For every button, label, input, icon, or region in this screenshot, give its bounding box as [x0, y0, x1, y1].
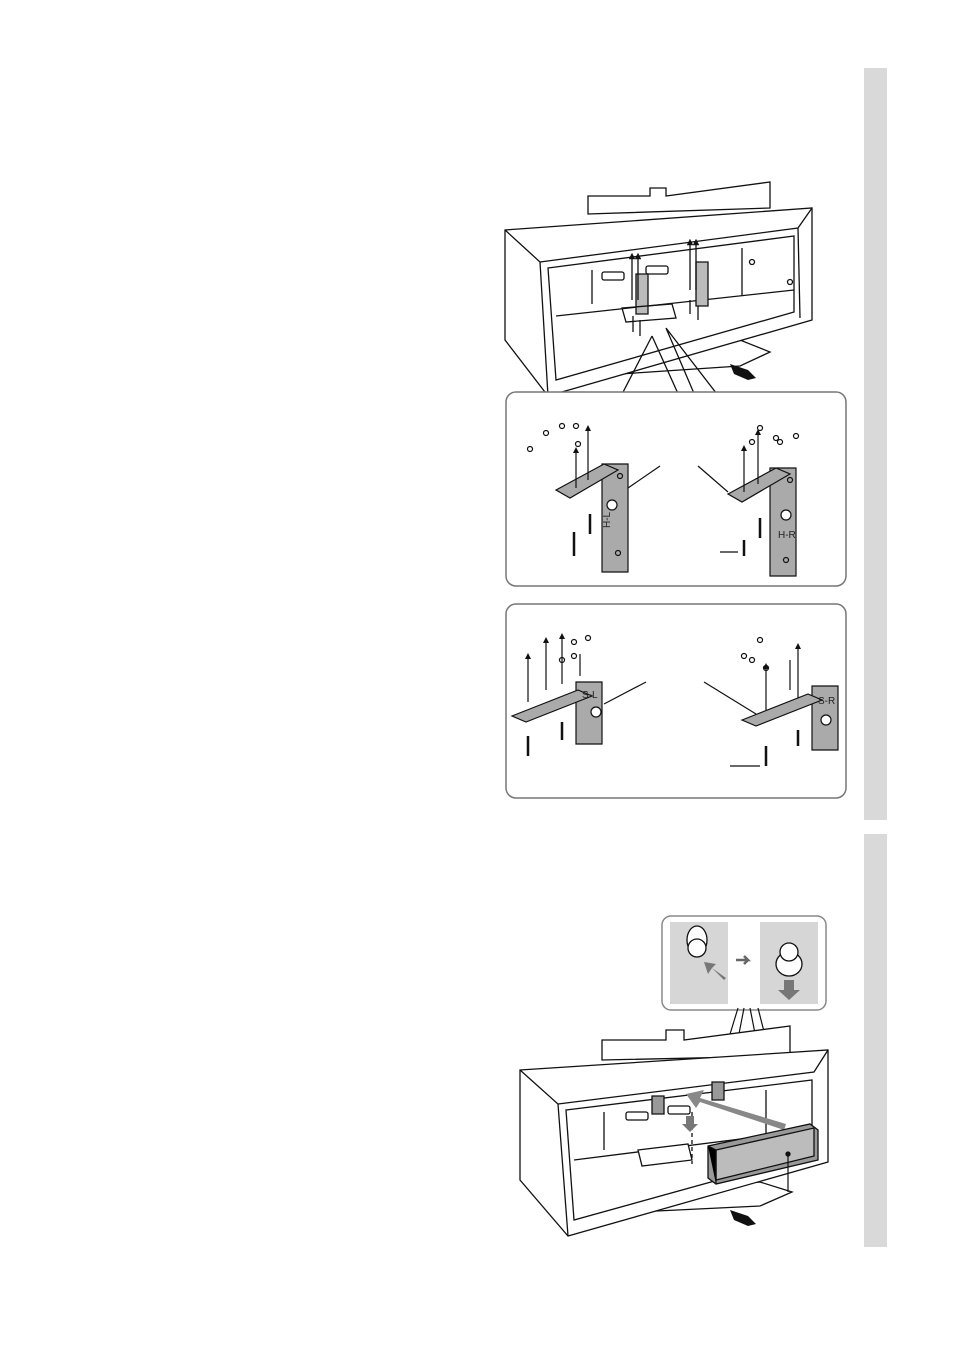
bracket-label-s-r: S-R: [818, 696, 835, 707]
bracket-label-h-l: H-L: [602, 511, 613, 528]
hand-pointer-icon-bottom: [730, 1210, 756, 1226]
hand-pointer-icon: [730, 364, 756, 380]
bracket-label-s-l: S-L: [582, 690, 598, 701]
bracket-label-h-r: H-R: [778, 530, 796, 541]
tv-stand-top-illustration: [505, 182, 812, 398]
